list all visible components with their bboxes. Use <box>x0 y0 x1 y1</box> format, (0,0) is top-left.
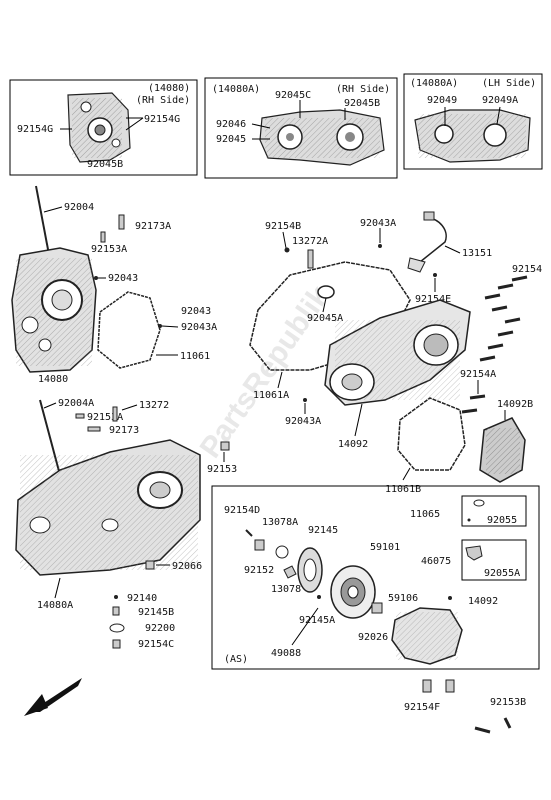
label-92154G-left: 92154G <box>17 124 53 135</box>
label-13272: 13272 <box>139 400 169 411</box>
sensor-wire-13151 <box>419 217 447 263</box>
label-13151: 13151 <box>462 248 492 259</box>
label-46075: 46075 <box>421 556 451 567</box>
label-59106: 59106 <box>388 593 418 604</box>
label-92045: 92045 <box>216 134 246 145</box>
label-13078: 13078 <box>271 584 301 595</box>
box-rh-14080: (14080) (RH Side) 92154G 92154G 92045B <box>9 79 198 176</box>
label-92154D: 92154D <box>224 505 260 516</box>
as-tag: (AS) <box>224 654 248 665</box>
label-92154A: 92154A <box>460 369 496 380</box>
label-49088: 49088 <box>271 648 301 659</box>
label-92043: 92043 <box>108 273 138 284</box>
label-92200: 92200 <box>145 623 175 634</box>
label-92154F: 92154F <box>404 702 440 713</box>
gasket-11061A <box>249 261 411 371</box>
label-14092: 14092 <box>338 439 368 450</box>
label-92140: 92140 <box>127 593 157 604</box>
label-92145A: 92145A <box>299 615 335 626</box>
box2-ref: (14080A) <box>212 84 260 95</box>
cover-assembly: 92154B 13272A 92043A 13151 92154 92154E … <box>249 211 542 495</box>
box1-side: (RH Side) <box>136 95 190 106</box>
label-92153A-2: 92153A <box>87 412 123 423</box>
box3-ref: (14080A) <box>410 78 458 89</box>
sensor-13151 <box>407 257 426 273</box>
label-11061B: 11061B <box>385 484 421 495</box>
label-92154C: 92154C <box>138 639 174 650</box>
box1-ref: (14080) <box>148 83 190 94</box>
label-92045A: 92045A <box>307 313 343 324</box>
label-11061A: 11061A <box>253 390 289 401</box>
label-92154: 92154 <box>512 264 542 275</box>
label-13272A: 13272A <box>292 236 328 247</box>
gasket-11061B <box>397 397 466 471</box>
label-92145B: 92145B <box>138 607 174 618</box>
box-lh-14080A: (14080A) (LH Side) 92049 92049A <box>403 73 543 170</box>
label-13078A: 13078A <box>262 517 298 528</box>
stud-92004 <box>35 185 51 261</box>
label-92154G-right: 92154G <box>144 114 180 125</box>
label-92049A: 92049A <box>482 95 518 106</box>
label-14092B: 14092B <box>497 399 533 410</box>
assembly-box: (AS) 92154D 13078A 92145 59101 11065 920… <box>211 485 540 670</box>
bolts-92154 <box>479 275 528 362</box>
label-92043A: 92043A <box>285 416 321 427</box>
label-92004A: 92004A <box>58 398 94 409</box>
label-14080: 14080 <box>38 374 68 385</box>
bottom-bolts: 92154F 92153B <box>404 679 526 734</box>
label-92153: 92153 <box>207 464 237 475</box>
label-92049: 92049 <box>427 95 457 106</box>
label-92055A: 92055A <box>484 568 520 579</box>
label-14080A: 14080A <box>37 600 73 611</box>
label-92045C: 92045C <box>275 90 311 101</box>
label-92004: 92004 <box>64 202 94 213</box>
watermark: PartsRepublik <box>194 280 337 464</box>
label-92145: 92145 <box>308 525 338 536</box>
label-92152: 92152 <box>244 565 274 576</box>
box3-side: (LH Side) <box>482 78 536 89</box>
label-11065: 11065 <box>410 509 440 520</box>
label-92173A: 92173A <box>135 221 171 232</box>
label-92045B-2: 92045B <box>344 98 380 109</box>
label-92153A: 92153A <box>91 244 127 255</box>
label-14092-as: 14092 <box>468 596 498 607</box>
label-59101: 59101 <box>370 542 400 553</box>
label-92066: 92066 <box>172 561 202 572</box>
label-11061: 11061 <box>180 351 210 362</box>
label-92026: 92026 <box>358 632 388 643</box>
label-92173: 92173 <box>109 425 139 436</box>
gasket-11061 <box>97 291 161 369</box>
label-92043-b: 92043 <box>181 306 211 317</box>
box2-side: (RH Side) <box>336 84 390 95</box>
label-92043A: 92043A <box>181 322 217 333</box>
label-92153B: 92153B <box>490 697 526 708</box>
label-92154B: 92154B <box>265 221 301 232</box>
label-92043A-top: 92043A <box>360 218 396 229</box>
crankcase-14080-group: 92004 92173A 92153A 92043 92043 92043A 1… <box>11 185 217 385</box>
crankcase-14080A-group: 92004A 92153A 13272 92173 92153 92066 14… <box>15 398 237 716</box>
box-rh-14080A: (14080A) (RH Side) 92045C 92045B 92046 9… <box>204 77 398 179</box>
label-92055: 92055 <box>487 515 517 526</box>
label-92154E: 92154E <box>415 294 451 305</box>
oil-seal-92045A <box>317 285 335 299</box>
label-92045B: 92045B <box>87 159 123 170</box>
bolt-92173A <box>118 214 125 230</box>
label-92046: 92046 <box>216 119 246 130</box>
